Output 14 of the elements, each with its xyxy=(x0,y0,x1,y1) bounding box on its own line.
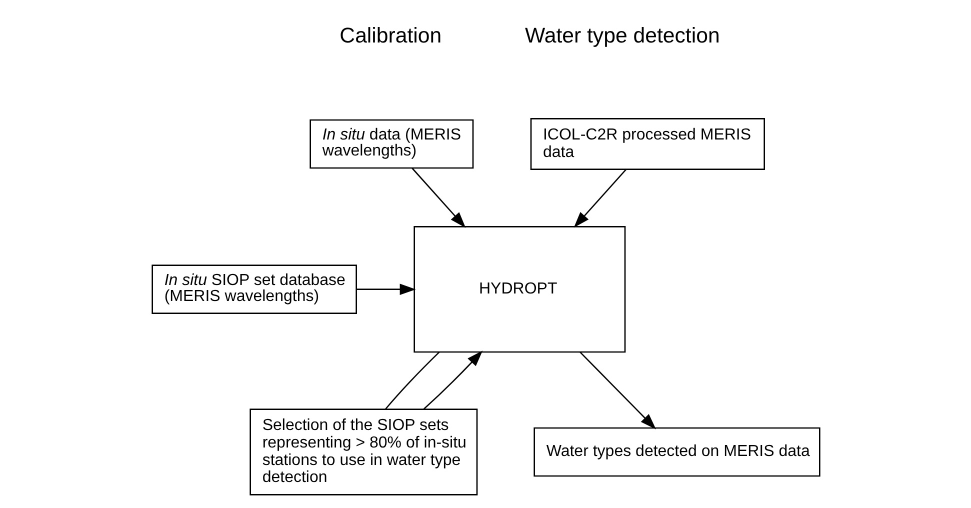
node-box: HYDROPT xyxy=(413,226,626,353)
node-box: Water types detected on MERIS data xyxy=(533,427,820,477)
arrow xyxy=(579,352,656,430)
node-box: In situ SIOP set database (MERIS wavelengths) xyxy=(151,264,356,314)
arrow xyxy=(573,169,626,228)
label: Water type detection xyxy=(524,23,720,48)
node-box: Selection of the SIOP sets representing > 80% of in-situ stations to use in water type detection xyxy=(249,408,478,496)
arrow xyxy=(422,350,482,410)
node-box: In situ data (MERIS wavelengths) xyxy=(309,119,474,169)
node-box: ICOL-C2R processed MERIS data xyxy=(530,118,764,170)
arrow xyxy=(356,284,416,295)
connector xyxy=(384,352,440,410)
arrow xyxy=(411,168,466,228)
label: Calibration xyxy=(339,23,442,48)
